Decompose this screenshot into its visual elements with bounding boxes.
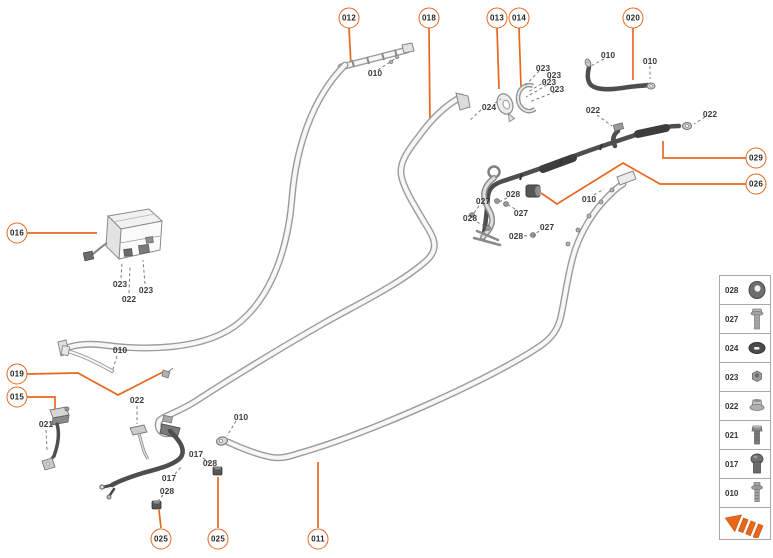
part-label: 028 xyxy=(462,213,478,223)
small-nut-icon xyxy=(752,370,762,383)
legend-direction-cell xyxy=(719,507,771,540)
bolt-clips-on-guide xyxy=(565,187,615,247)
legend-row-017[interactable]: 017 xyxy=(719,449,771,479)
callout-011[interactable]: 011 xyxy=(307,528,329,550)
legend-part-number: 024 xyxy=(725,343,739,353)
support-bracket-015 xyxy=(41,406,70,471)
harness-guide-011 xyxy=(215,170,637,462)
part-label: 023 xyxy=(535,63,551,73)
part-label: 010 xyxy=(581,194,597,204)
long-bolt-icon xyxy=(750,308,764,330)
part-label: 022 xyxy=(702,109,718,119)
legend-part-number: 022 xyxy=(725,401,739,411)
legend-part-number: 017 xyxy=(725,459,739,469)
ground-strap-020 xyxy=(584,58,656,92)
legend-row-021[interactable]: 021 xyxy=(719,420,771,450)
callout-019[interactable]: 019 xyxy=(6,363,28,385)
part-label: 027 xyxy=(539,222,555,232)
callout-015[interactable]: 015 xyxy=(6,386,28,408)
legend-row-022[interactable]: 022 xyxy=(719,391,771,421)
part-label: 010 xyxy=(642,56,658,66)
callout-026[interactable]: 026 xyxy=(745,173,767,195)
legend-row-023[interactable]: 023 xyxy=(719,362,771,392)
part-label: 028 xyxy=(159,486,175,496)
fuse-box-016 xyxy=(82,208,164,262)
part-label: 027 xyxy=(513,208,529,218)
legend-row-028[interactable]: 028 xyxy=(719,275,771,305)
legend-row-027[interactable]: 027 xyxy=(719,304,771,334)
part-label: 024 xyxy=(481,102,497,112)
grommet-icon xyxy=(748,342,766,354)
washer-icon xyxy=(748,281,766,299)
callout-025-left[interactable]: 025 xyxy=(150,528,172,550)
part-label: 028 xyxy=(202,458,218,468)
part-label: 023 xyxy=(549,84,565,94)
part-label: 022 xyxy=(121,294,137,304)
callout-016[interactable]: 016 xyxy=(6,222,28,244)
mounting-nut-025-left xyxy=(151,500,162,510)
part-label: 023 xyxy=(138,285,154,295)
battery-cable-026 xyxy=(480,122,692,242)
part-label: 023 xyxy=(546,70,562,80)
part-label: 022 xyxy=(129,395,145,405)
part-label: 010 xyxy=(367,68,383,78)
callout-018[interactable]: 018 xyxy=(418,7,440,29)
washer-and-clamp-parts xyxy=(496,82,537,123)
part-label: 028 xyxy=(505,189,521,199)
part-label: 023 xyxy=(112,279,128,289)
part-label: 010 xyxy=(600,50,616,60)
cable-bracket-022 xyxy=(129,424,150,460)
retainer-strip-019 xyxy=(60,344,174,379)
part-label: 021 xyxy=(38,419,54,429)
callout-014[interactable]: 014 xyxy=(508,7,530,29)
callout-020[interactable]: 020 xyxy=(622,7,644,29)
direction-arrow-icon xyxy=(724,514,764,538)
callout-029[interactable]: 029 xyxy=(745,147,767,169)
legend-part-number: 027 xyxy=(725,314,739,324)
callout-pointer-lines xyxy=(26,27,746,529)
part-label: 010 xyxy=(233,412,249,422)
battery-cable-017 xyxy=(99,428,185,500)
legend-row-010[interactable]: 010 xyxy=(719,478,771,508)
part-label: 017 xyxy=(161,473,177,483)
mounting-nut-025-right xyxy=(212,466,223,476)
hex-bolt-icon xyxy=(751,425,763,445)
fastener-legend: 028 027 024 023 022 xyxy=(719,275,771,540)
flange-bolt-icon xyxy=(751,482,763,502)
callout-025-right[interactable]: 025 xyxy=(207,528,229,550)
callout-012[interactable]: 012 xyxy=(338,7,360,29)
part-label: 022 xyxy=(585,105,601,115)
callout-013[interactable]: 013 xyxy=(486,7,508,29)
part-label: 023 xyxy=(541,77,557,87)
cable-bracket-assembly xyxy=(469,165,541,247)
part-label: 010 xyxy=(112,345,128,355)
harness-guide-018 xyxy=(154,92,471,439)
leader-lines xyxy=(45,57,706,502)
legend-row-024[interactable]: 024 xyxy=(719,333,771,363)
part-label: 027 xyxy=(475,196,491,206)
legend-part-number: 023 xyxy=(725,372,739,382)
part-label: 017 xyxy=(188,449,204,459)
dome-bolt-icon xyxy=(750,453,764,474)
legend-part-number: 028 xyxy=(725,285,739,295)
legend-part-number: 010 xyxy=(725,488,739,498)
legend-part-number: 021 xyxy=(725,430,739,440)
harness-guide-012 xyxy=(57,42,415,357)
part-label: 028 xyxy=(508,231,524,241)
flanged-nut-icon xyxy=(749,399,765,411)
